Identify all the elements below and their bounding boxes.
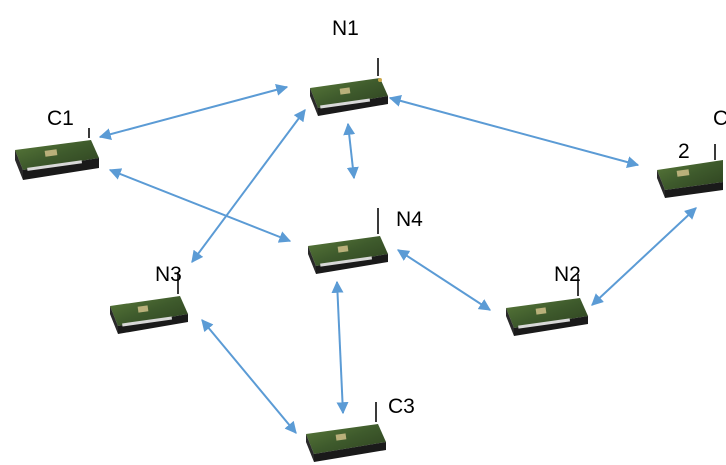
arrow-c1-n1	[98, 83, 289, 141]
sensor-board-icon	[310, 58, 388, 116]
node-n1	[310, 58, 388, 116]
arrow-n3-c3	[201, 319, 297, 434]
sensor-board-icon	[657, 144, 723, 198]
sensor-board-icon	[506, 274, 588, 336]
sensor-board-icon	[15, 128, 99, 180]
node-c3	[306, 402, 386, 462]
arrow-n1-c2	[388, 95, 640, 168]
node-label-c3: C3	[388, 395, 415, 418]
node-label-n4: N4	[396, 208, 423, 231]
node-label-n2: N2	[554, 263, 581, 286]
node-n2	[506, 274, 588, 336]
arrow-n2-c2	[591, 207, 697, 306]
node-c1	[15, 128, 99, 180]
node-label-n3: N3	[155, 263, 182, 286]
node-label-n1: N1	[332, 17, 359, 40]
node-n3	[110, 272, 188, 334]
node-label-c2: C	[713, 107, 726, 130]
stray-label: 2	[678, 140, 690, 163]
node-label-c1: C1	[47, 107, 74, 130]
sensor-board-icon	[306, 402, 386, 462]
arrow-n4-n2	[396, 249, 492, 311]
sensor-board-icon	[110, 272, 188, 334]
arrow-n1-n4	[343, 122, 359, 180]
node-n4	[308, 208, 388, 274]
arrow-n4-c3	[331, 280, 349, 415]
arrow-c1-n4	[108, 168, 292, 243]
sensor-board-icon	[308, 208, 388, 274]
node-c2	[657, 144, 723, 198]
